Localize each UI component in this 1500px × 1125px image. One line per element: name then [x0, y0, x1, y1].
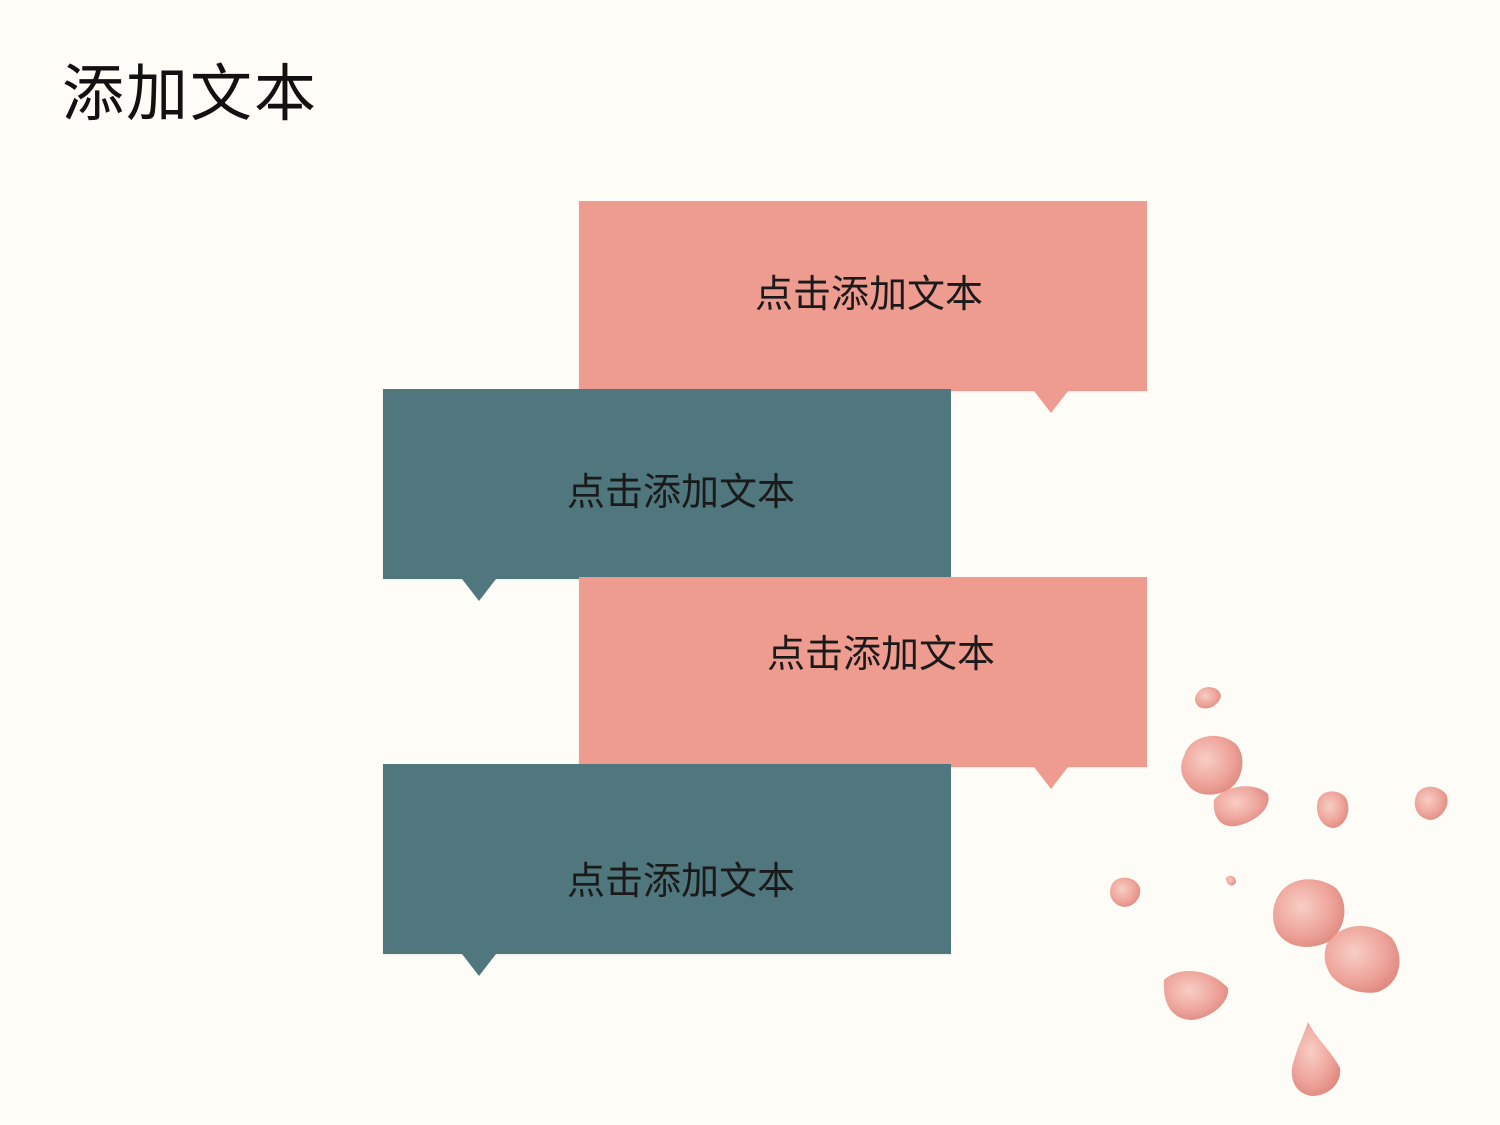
callout-box-2-label[interactable]: 点击添加文本: [567, 469, 796, 514]
petal-icon: [1163, 970, 1229, 1020]
callout-box-1-pointer: [1034, 391, 1068, 413]
petal-icon: [1316, 791, 1349, 828]
petal-icon: [1324, 926, 1400, 993]
callout-box-4[interactable]: 点击添加文本: [383, 764, 951, 976]
callout-box-4-fill: [383, 764, 951, 954]
petal-icon: [1273, 879, 1345, 947]
callout-box-2-fill: [383, 389, 951, 579]
callout-box-2-pointer: [462, 579, 496, 601]
petal-icon: [1291, 1022, 1341, 1096]
callout-box-2[interactable]: 点击添加文本: [383, 389, 951, 601]
callout-box-3-pointer: [1034, 767, 1068, 789]
petal-icon: [1226, 875, 1236, 886]
callout-box-1-label[interactable]: 点击添加文本: [755, 271, 984, 316]
petal-icon: [1181, 735, 1243, 795]
callout-box-4-pointer: [462, 954, 496, 976]
petal-icon: [1195, 687, 1221, 709]
callout-box-3-label[interactable]: 点击添加文本: [767, 631, 996, 676]
callout-box-1[interactable]: 点击添加文本: [579, 201, 1147, 413]
petal-icon: [1110, 877, 1141, 907]
petals-decoration: [1110, 687, 1448, 1096]
callout-box-4-label[interactable]: 点击添加文本: [567, 858, 796, 903]
petal-icon: [1213, 786, 1269, 827]
slide-title[interactable]: 添加文本: [62, 57, 319, 130]
callout-box-3[interactable]: 点击添加文本: [579, 577, 1147, 789]
petal-icon: [1414, 786, 1448, 820]
callout-box-1-fill: [579, 201, 1147, 391]
callout-box-3-fill: [579, 577, 1147, 767]
